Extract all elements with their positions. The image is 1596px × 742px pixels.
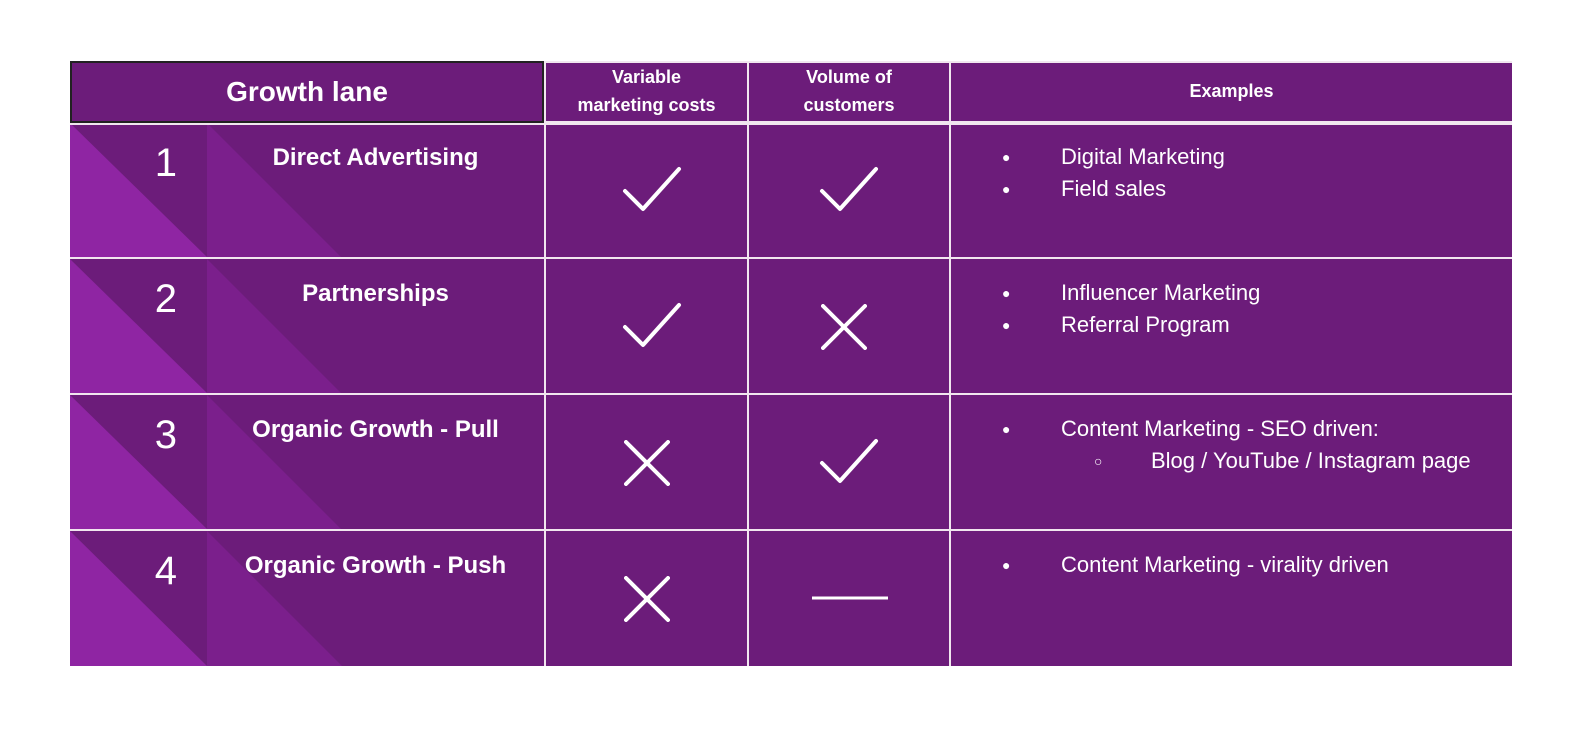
variable-costs-cell-4 — [546, 531, 747, 666]
bullet-icon: ● — [1002, 557, 1011, 573]
header-growth-lane: Growth lane — [70, 61, 544, 123]
list-item: ● Content Marketing - SEO driven: — [951, 413, 1512, 445]
bullet-icon: ● — [1002, 317, 1011, 333]
check-icon — [820, 439, 878, 483]
check-icon — [623, 167, 681, 211]
lane-title: Direct Advertising — [272, 144, 479, 171]
cross-icon — [624, 440, 670, 486]
lane-number: 2 — [154, 277, 177, 321]
triangle-decoration — [207, 395, 544, 529]
grid-line — [70, 529, 1512, 531]
dash-icon — [812, 596, 888, 600]
examples-list: ● Content Marketing - SEO driven: ○ Blog… — [951, 395, 1512, 477]
volume-cell-3 — [749, 395, 949, 529]
cross-icon — [624, 576, 670, 622]
hollow-bullet-icon: ○ — [1094, 453, 1103, 469]
header-growth-lane-label: Growth lane — [226, 76, 388, 107]
cross-icon — [821, 304, 867, 350]
example-text: Digital Marketing — [1061, 144, 1225, 169]
header-examples-label: Examples — [1189, 81, 1274, 101]
list-item: ● Content Marketing - virality driven — [951, 549, 1512, 581]
grid-line — [70, 257, 1512, 259]
example-text: Content Marketing - SEO driven: — [1061, 416, 1379, 441]
examples-cell-3: ● Content Marketing - SEO driven: ○ Blog… — [951, 395, 1512, 529]
list-item-nested: ○ Blog / YouTube / Instagram page — [951, 445, 1512, 477]
triangle-decoration — [70, 395, 207, 529]
example-text: Blog / YouTube / Instagram page — [1151, 448, 1471, 473]
example-text: Field sales — [1061, 176, 1167, 201]
volume-cell-4 — [749, 531, 949, 666]
lane-number: 4 — [154, 549, 177, 593]
triangle-decoration — [207, 123, 544, 257]
examples-list: ● Content Marketing - virality driven — [951, 531, 1512, 581]
growth-lanes-table: Growth lane Variable marketing costs Vol… — [70, 61, 1512, 666]
examples-list: ● Digital Marketing ● Field sales — [951, 123, 1512, 205]
list-item: ● Digital Marketing — [951, 141, 1512, 173]
lane-number: 1 — [154, 141, 177, 185]
check-icon — [820, 167, 878, 211]
lane-cell-2: 2 Partnerships — [70, 259, 544, 393]
lane-title: Partnerships — [302, 280, 449, 307]
bullet-icon: ● — [1002, 421, 1011, 437]
bullet-icon: ● — [1002, 285, 1011, 301]
example-text: Referral Program — [1061, 312, 1230, 337]
grid-line — [544, 121, 1512, 123]
check-icon — [623, 303, 681, 347]
header-volume-line1: Volume of — [806, 67, 892, 87]
grid-line — [747, 61, 749, 666]
header-volume-line2: customers — [803, 95, 895, 115]
examples-cell-4: ● Content Marketing - virality driven — [951, 531, 1512, 666]
header-examples: Examples — [951, 61, 1512, 121]
volume-cell-1 — [749, 123, 949, 257]
lane-title: Organic Growth - Pull — [252, 416, 499, 443]
variable-costs-cell-2 — [546, 259, 747, 393]
triangle-decoration — [207, 259, 544, 393]
grid-line — [70, 393, 1512, 395]
triangle-decoration — [70, 531, 207, 666]
variable-costs-cell-1 — [546, 123, 747, 257]
lane-cell-4: 4 Organic Growth - Push — [70, 531, 544, 666]
bullet-icon: ● — [1002, 181, 1011, 197]
example-text: Influencer Marketing — [1061, 280, 1261, 305]
triangle-decoration — [70, 123, 207, 257]
variable-costs-cell-3 — [546, 395, 747, 529]
examples-cell-2: ● Influencer Marketing ● Referral Progra… — [951, 259, 1512, 393]
list-item: ● Referral Program — [951, 309, 1512, 341]
volume-cell-2 — [749, 259, 949, 393]
list-item: ● Influencer Marketing — [951, 277, 1512, 309]
lane-cell-1: 1 Direct Advertising — [70, 123, 544, 257]
triangle-decoration — [207, 531, 544, 666]
triangle-decoration — [70, 259, 207, 393]
header-variable-costs-line2: marketing costs — [577, 95, 716, 115]
examples-cell-1: ● Digital Marketing ● Field sales — [951, 123, 1512, 257]
lane-title: Organic Growth - Push — [244, 552, 507, 579]
examples-list: ● Influencer Marketing ● Referral Progra… — [951, 259, 1512, 341]
header-variable-costs: Variable marketing costs — [546, 61, 747, 121]
list-item: ● Field sales — [951, 173, 1512, 205]
bullet-icon: ● — [1002, 149, 1011, 165]
lane-number: 3 — [154, 413, 177, 457]
header-volume: Volume of customers — [749, 61, 949, 121]
lane-cell-3: 3 Organic Growth - Pull — [70, 395, 544, 529]
grid-line — [544, 61, 546, 666]
example-text: Content Marketing - virality driven — [1061, 552, 1389, 577]
grid-line — [70, 123, 1512, 125]
grid-line — [949, 61, 951, 666]
grid-line — [544, 61, 1512, 63]
header-variable-costs-line1: Variable — [611, 67, 682, 87]
